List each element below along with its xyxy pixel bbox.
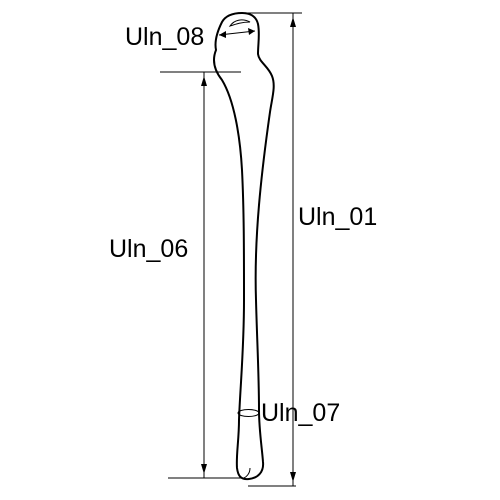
ulna-head-outline (213, 12, 275, 481)
uln-01-arrowhead-top (290, 17, 296, 27)
ulna-bone (213, 12, 275, 481)
measurement-labels: Uln_08 Uln_01 Uln_06 Uln_07 (109, 23, 377, 427)
shaft-inner-line (243, 467, 251, 479)
uln-06-arrowhead-top (201, 76, 207, 86)
label-uln-06: Uln_06 (109, 235, 188, 263)
label-uln-01: Uln_01 (298, 203, 377, 231)
uln-07-section-ellipse (237, 409, 260, 417)
label-uln-07: Uln_07 (261, 399, 340, 427)
measurement-lines (160, 12, 302, 487)
uln-06-arrowhead-bottom (201, 464, 207, 474)
uln-08-arrowhead-right (248, 28, 255, 35)
uln-08-arrowhead-left (219, 31, 226, 38)
olecranon-detail (228, 19, 251, 27)
label-uln-08: Uln_08 (125, 23, 204, 51)
uln-01-arrowhead-bottom (290, 472, 296, 482)
